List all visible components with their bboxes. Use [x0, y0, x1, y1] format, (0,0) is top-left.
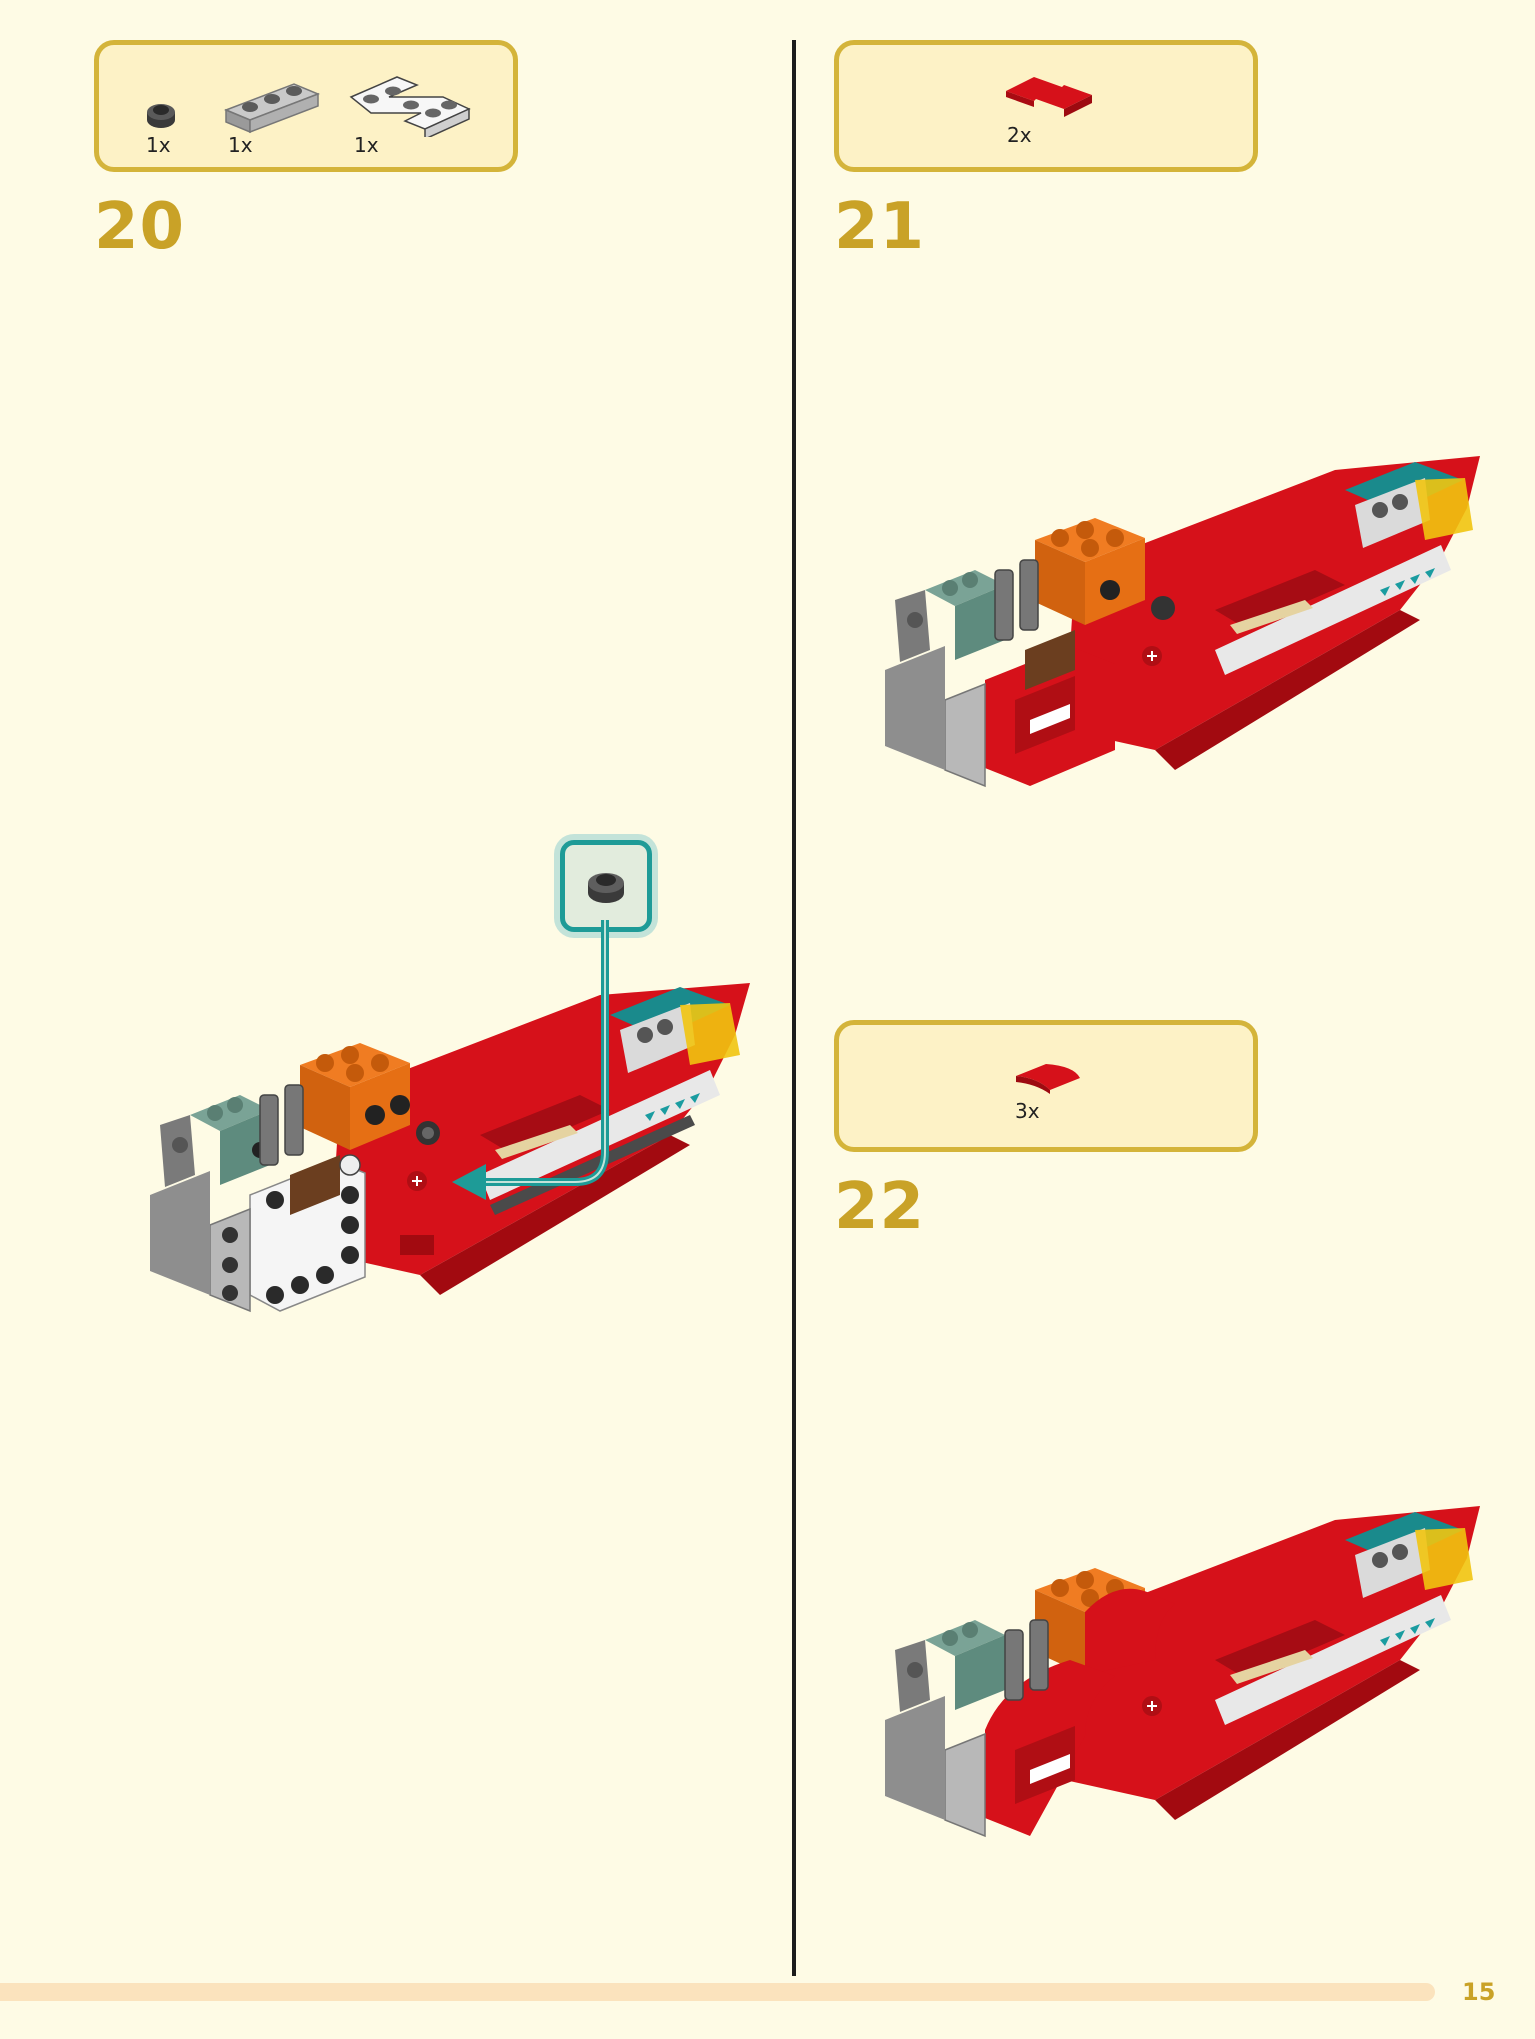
- dark-gray-round-plate-icon: [588, 873, 624, 903]
- qty-label: 1x: [146, 133, 171, 157]
- step-number: 21: [834, 190, 926, 264]
- parts-list-step-22: 3x: [834, 1020, 1258, 1152]
- qty-label: 1x: [354, 133, 379, 157]
- parts-list-step-21: 2x: [834, 40, 1258, 172]
- insert-arrow: [452, 920, 609, 1200]
- light-gray-1x3-plate-icon: [224, 83, 320, 134]
- added-part-callout: [560, 840, 652, 932]
- boat-model-step-22: [885, 1506, 1480, 1838]
- qty-label: 2x: [1007, 123, 1032, 147]
- page-number: 15: [1462, 1978, 1496, 2006]
- red-curved-slope-icon: [1016, 1064, 1080, 1094]
- qty-label: 3x: [1015, 1099, 1040, 1123]
- white-corner-plate-icon: [349, 76, 471, 137]
- red-corner-tile-icon: [1006, 77, 1092, 117]
- footer-bar: [0, 1983, 1435, 2001]
- step-number: 20: [94, 190, 186, 264]
- dark-gray-round-plate-icon: [147, 104, 175, 128]
- boat-model-step-20: [150, 983, 750, 1313]
- boat-model-step-21: [885, 456, 1480, 788]
- qty-label: 1x: [228, 133, 253, 157]
- column-divider: [792, 40, 796, 1976]
- parts-list-step-20: 1x 1x 1x: [94, 40, 518, 172]
- step-number: 22: [834, 1170, 926, 1244]
